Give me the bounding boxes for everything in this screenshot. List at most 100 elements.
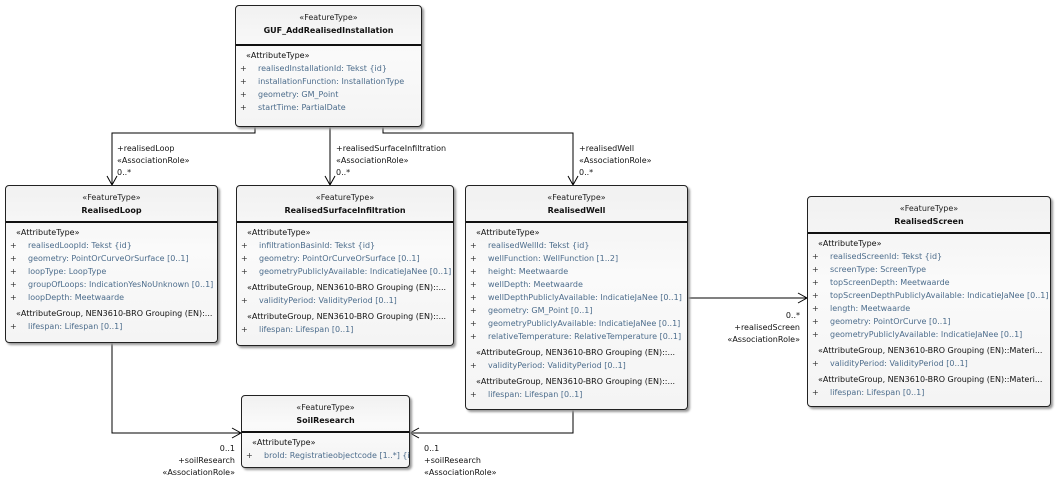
role-name: +soilResearch	[424, 456, 481, 465]
class-guf-add-realised-installation[interactable]: «FeatureType» GUF_AddRealisedInstallatio…	[235, 5, 422, 127]
visibility-public: +	[241, 296, 248, 305]
attribute-row[interactable]: +broId: Registratieobjectcode [1..*] {id…	[246, 449, 409, 462]
visibility-public: +	[470, 267, 477, 276]
class-name: RealisedWell	[547, 206, 606, 215]
multiplicity: 0..1	[219, 444, 235, 453]
class-name: SoilResearch	[296, 416, 355, 425]
multiplicity: 0..*	[785, 311, 800, 320]
attribute-section: «AttributeGroup, NEN3610-BRO Grouping (E…	[466, 372, 687, 401]
role-name: +realisedWell	[579, 144, 635, 153]
attribute-text: lifespan: Lifespan [0..1]	[259, 325, 354, 334]
attribute-row[interactable]: +topScreenDepthPubliclyAvailable: Indica…	[812, 289, 1050, 302]
attribute-text: loopType: LoopType	[28, 267, 107, 276]
attribute-row[interactable]: +groupOfLoops: IndicationYesNoUnknown [0…	[10, 278, 217, 291]
attribute-row[interactable]: + geometry: PointOrCurveOrSurface [0..1]	[10, 252, 217, 265]
attribute-text: geometry: PointOrCurveOrSurface [0..1]	[259, 254, 420, 263]
class-realised-loop[interactable]: «FeatureType» RealisedLoop «AttributeTyp…	[5, 185, 218, 343]
attribute-section: «AttributeType»+realisedWellId: Tekst {i…	[466, 223, 687, 343]
class-stereotype: «FeatureType»	[315, 193, 375, 202]
attribute-row[interactable]: +infiltrationBasinId: Tekst {id}	[241, 239, 453, 252]
attribute-row[interactable]: +startTime: PartialDate	[240, 101, 421, 114]
assoc-label-soil-right: 0..1 +soilResearch «AssociationRole»	[424, 443, 497, 479]
visibility-public: +	[10, 267, 17, 276]
class-stereotype: «FeatureType»	[296, 403, 355, 412]
visibility-public: +	[470, 280, 477, 289]
attribute-row[interactable]: +wellDepthPubliclyAvailable: IndicatieJa…	[470, 291, 687, 304]
attribute-row[interactable]: + loopType: LoopType	[10, 265, 217, 278]
visibility-public: +	[240, 90, 247, 99]
attribute-row[interactable]: + validityPeriod: ValidityPeriod [0..1]	[812, 357, 1050, 370]
visibility-public: +	[812, 304, 819, 313]
attribute-row[interactable]: +validityPeriod: ValidityPeriod [0..1]	[241, 294, 453, 307]
attribute-text: topScreenDepthPubliclyAvailable: Indicat…	[830, 291, 1049, 300]
attribute-text: geometry: GM_Point [0..1]	[488, 306, 593, 315]
attribute-text: lifespan: Lifespan [0..1]	[488, 390, 583, 399]
attribute-row[interactable]: + length: Meetwaarde	[812, 302, 1050, 315]
class-soil-research[interactable]: «FeatureType» SoilResearch «AttributeTyp…	[241, 395, 410, 468]
multiplicity: 0..*	[117, 168, 132, 177]
attribute-row[interactable]: +geometryPubliclyAvailable: IndicatieJaN…	[812, 328, 1050, 341]
class-header: «FeatureType» RealisedWell	[466, 186, 687, 223]
attribute-row[interactable]: +wellFunction: WellFunction [1..2]	[470, 252, 687, 265]
section-stereotype: «AttributeType»	[247, 228, 311, 237]
attribute-text: geometry: PointOrCurveOrSurface [0..1]	[28, 254, 189, 263]
attribute-row[interactable]: +loopDepth: Meetwaarde	[10, 291, 217, 304]
visibility-public: +	[812, 359, 819, 368]
visibility-public: +	[470, 306, 477, 315]
attribute-section: «AttributeGroup, NEN3610-BRO Grouping (E…	[6, 304, 217, 333]
class-header: «FeatureType» GUF_AddRealisedInstallatio…	[236, 6, 421, 46]
attribute-row[interactable]: +lifespan: Lifespan [0..1]	[10, 320, 217, 333]
attribute-text: geometryPubliclyAvailable: IndicatieJaNe…	[488, 319, 681, 328]
attribute-section: «AttributeType» +infiltrationBasinId: Tek…	[237, 223, 453, 278]
attribute-row[interactable]: +validityPeriod: ValidityPeriod [0..1]	[470, 359, 687, 372]
section-stereotype: «AttributeType»	[252, 438, 316, 447]
multiplicity: 0..*	[336, 168, 351, 177]
attribute-row[interactable]: +realisedLoopId: Tekst {id}	[10, 239, 217, 252]
visibility-public: +	[470, 254, 477, 263]
attribute-row[interactable]: +lifespan: Lifespan [0..1]	[812, 386, 1050, 399]
visibility-public: +	[470, 241, 477, 250]
role-stereotype: «AssociationRole»	[727, 335, 800, 344]
visibility-public: +	[470, 332, 477, 341]
attribute-row[interactable]: +lifespan: Lifespan [0..1]	[470, 388, 687, 401]
attribute-row[interactable]: +realisedWellId: Tekst {id}	[470, 239, 687, 252]
attribute-text: validityPeriod: ValidityPeriod [0..1]	[830, 359, 968, 368]
attribute-row[interactable]: +geometryPubliclyAvailable: IndicatieJaN…	[241, 265, 453, 278]
attribute-row[interactable]: +realisedScreenId: Tekst {id}	[812, 250, 1050, 263]
attribute-row[interactable]: +geometry: GM_Point	[240, 88, 421, 101]
visibility-public: +	[241, 267, 248, 276]
attribute-text: relativeTemperature: RelativeTemperature…	[488, 332, 682, 341]
attribute-row[interactable]: +geometry: PointOrCurve [0..1]	[812, 315, 1050, 328]
attribute-section: «AttributeGroup, NEN3610-BRO Grouping (E…	[237, 278, 453, 307]
section-stereotype: «AttributeType»	[818, 239, 882, 248]
attribute-row[interactable]: +lifespan: Lifespan [0..1]	[241, 323, 453, 336]
attribute-section: «AttributeType» +broId: Registratieobject…	[242, 433, 409, 462]
attribute-section: «AttributeGroup, NEN3610-BRO Grouping (E…	[237, 307, 453, 336]
class-name: RealisedLoop	[81, 206, 142, 215]
section-stereotype: «AttributeGroup, NEN3610-BRO Grouping (E…	[818, 375, 1043, 384]
class-realised-surface-infiltration[interactable]: «FeatureType» RealisedSurfaceInfiltratio…	[236, 185, 454, 346]
attribute-section: «AttributeGroup, NEN3610-BRO Grouping (E…	[808, 370, 1050, 399]
class-header: «FeatureType» SoilResearch	[242, 396, 409, 433]
class-stereotype: «FeatureType»	[82, 193, 141, 202]
class-stereotype: «FeatureType»	[899, 204, 959, 213]
attribute-row[interactable]: +installationFunction: InstallationType	[240, 75, 421, 88]
class-name: RealisedScreen	[894, 217, 964, 226]
visibility-public: +	[10, 322, 17, 331]
attribute-row[interactable]: +realisedInstallationId: Tekst {id}	[240, 62, 421, 75]
class-realised-screen[interactable]: «FeatureType» RealisedScreen «AttributeT…	[807, 196, 1051, 407]
attribute-row[interactable]: +geometry: PointOrCurveOrSurface [0..1]	[241, 252, 453, 265]
section-stereotype: «AttributeGroup, NEN3610-BRO Grouping (E…	[476, 348, 676, 357]
attribute-text: length: Meetwaarde	[830, 304, 911, 313]
class-realised-well[interactable]: «FeatureType» RealisedWell «AttributeTyp…	[465, 185, 688, 410]
attribute-row[interactable]: +height: Meetwaarde	[470, 265, 687, 278]
visibility-public: +	[10, 254, 17, 263]
attribute-row[interactable]: +topScreenDepth: Meetwaarde	[812, 276, 1050, 289]
visibility-public: +	[470, 361, 477, 370]
attribute-row[interactable]: + geometry: GM_Point [0..1]	[470, 304, 687, 317]
attribute-row[interactable]: +wellDepth: Meetwaarde	[470, 278, 687, 291]
attribute-row[interactable]: + relativeTemperature: RelativeTemperatur…	[470, 330, 687, 343]
role-name: +realisedScreen	[734, 323, 800, 332]
attribute-row[interactable]: +geometryPubliclyAvailable: IndicatieJaN…	[470, 317, 687, 330]
attribute-row[interactable]: +screenType: ScreenType	[812, 263, 1050, 276]
